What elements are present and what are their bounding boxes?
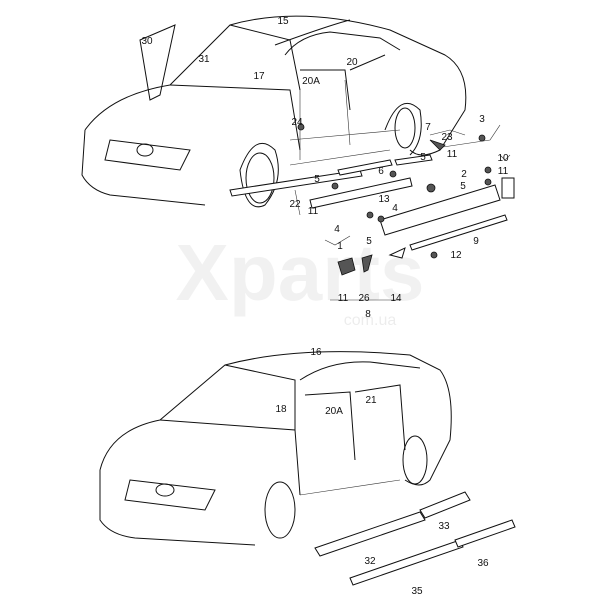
part-label: 24	[291, 117, 303, 128]
wagon-drawing	[99, 351, 516, 586]
part-label: 32	[364, 556, 376, 567]
part-label: 33	[438, 521, 450, 532]
part-label: 26	[358, 293, 370, 304]
part-label: 11	[338, 293, 349, 304]
part-label: 31	[198, 54, 210, 65]
wagon-labels: 16 18 20A 21 33 32 36 35	[275, 347, 489, 597]
part-label: 35	[411, 586, 423, 597]
part-label: 5	[314, 174, 320, 185]
part-label: 5	[460, 181, 466, 192]
part-label: 5	[420, 152, 426, 163]
part-label: 13	[378, 194, 390, 205]
part-label: 21	[365, 395, 377, 406]
watermark-brand: Xparts	[176, 228, 425, 317]
part-label: 20A	[302, 76, 320, 87]
part-label: 10	[497, 153, 509, 164]
part-label: 14	[390, 293, 402, 304]
part-label: 23	[441, 132, 453, 143]
part-label: 4	[334, 224, 340, 235]
part-label: 9	[473, 236, 479, 247]
part-label: 30	[141, 36, 153, 47]
part-label: 20A	[325, 406, 343, 417]
part-label: 2	[461, 169, 467, 180]
part-label: 15	[277, 16, 289, 27]
part-label: 18	[275, 404, 287, 415]
part-label: 11	[498, 166, 509, 177]
part-label: 12	[450, 250, 462, 261]
sedan-drawing	[81, 15, 467, 208]
sedan-labels: 30 31 15 17 20A 20 24 7 23 3 11 10 11 6 …	[141, 16, 509, 320]
part-label: 17	[253, 71, 265, 82]
part-label: 6	[378, 166, 384, 177]
sedan-parts	[229, 123, 515, 301]
watermark-domain: com.ua	[344, 312, 397, 329]
part-label: 4	[392, 203, 398, 214]
part-label: 20	[346, 57, 358, 68]
part-label: 3	[479, 114, 485, 125]
part-label: 5	[366, 236, 372, 247]
part-label: 1	[337, 241, 343, 252]
part-label: 36	[477, 558, 489, 569]
part-label: 11	[308, 206, 319, 217]
part-label: 8	[365, 309, 371, 320]
part-label: 22	[289, 199, 301, 210]
part-label: 16	[310, 347, 322, 358]
part-label: 7	[425, 122, 431, 133]
part-label: 11	[447, 149, 458, 160]
